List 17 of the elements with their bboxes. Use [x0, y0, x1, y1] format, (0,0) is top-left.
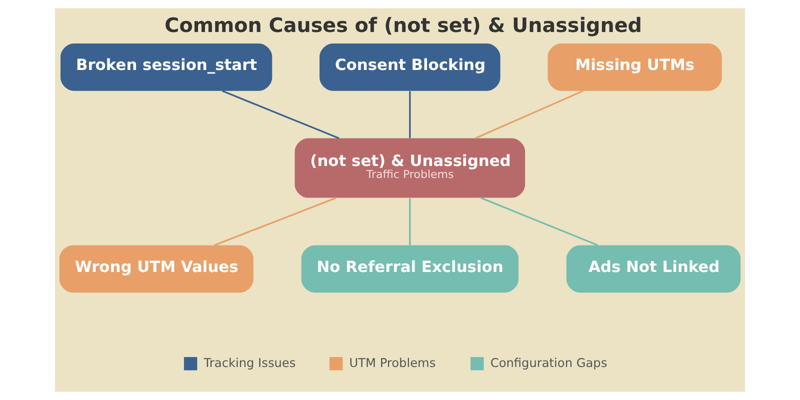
- connector: [480, 197, 598, 246]
- node-box: Consent Blocking: [320, 43, 500, 91]
- node-box: Wrong UTM Values: [59, 245, 254, 293]
- node-box: Missing UTMs: [548, 43, 722, 91]
- connector: [409, 91, 411, 138]
- diagram-title: Common Causes of (not set) & Unassigned: [164, 14, 642, 37]
- connector: [214, 197, 337, 246]
- node-box: No Referral Exclusion: [301, 245, 518, 293]
- node-box: Broken session_start: [60, 43, 272, 91]
- connector: [222, 90, 340, 139]
- node-box: (not set) & Unassigned Traffic Problems: [294, 138, 526, 198]
- legend-label: Tracking Issues: [204, 356, 296, 370]
- connector: [409, 198, 411, 246]
- legend-label: Configuration Gaps: [490, 356, 608, 370]
- connector: [475, 90, 584, 139]
- legend-label: UTM Problems: [349, 356, 436, 370]
- node-box: Ads Not Linked: [566, 245, 741, 293]
